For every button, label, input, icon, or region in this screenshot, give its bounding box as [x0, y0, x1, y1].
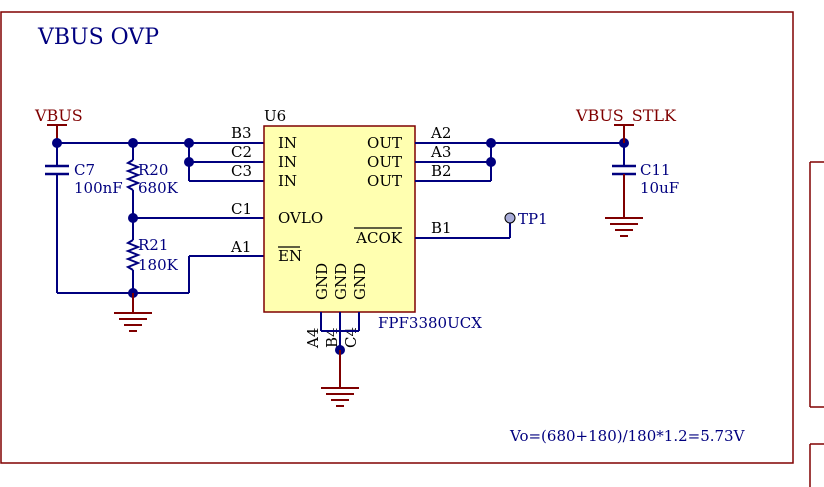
svg-text:EN: EN	[278, 247, 302, 265]
vbus-stlk-power-port: VBUS_STLK	[575, 106, 677, 143]
ground-symbol-right	[605, 217, 643, 237]
svg-text:B3: B3	[231, 124, 252, 142]
svg-text:A3: A3	[430, 143, 451, 161]
c11-ref: C11	[640, 161, 671, 179]
svg-text:IN: IN	[278, 153, 297, 171]
svg-text:C2: C2	[231, 143, 252, 161]
svg-text:ACOK: ACOK	[355, 229, 403, 247]
svg-text:B1: B1	[431, 219, 452, 237]
svg-text:OVLO: OVLO	[278, 209, 323, 227]
svg-text:VBUS: VBUS	[34, 106, 83, 125]
capacitor-c7: C7 100nF	[45, 143, 123, 293]
ic-ground-wiring	[320, 312, 360, 388]
svg-text:IN: IN	[278, 134, 297, 152]
svg-text:C4: C4	[342, 327, 360, 348]
sheet-frame	[0, 11, 794, 464]
r20-ref: R20	[138, 161, 168, 179]
capacitor-c11: C11 10uF	[612, 143, 679, 218]
c7-value: 100nF	[74, 179, 123, 197]
r21-value: 180K	[138, 256, 179, 274]
vbus-stlk-rail	[415, 138, 629, 182]
vbus-power-port: VBUS	[34, 106, 83, 143]
sheet-title: VBUS OVP	[37, 25, 159, 50]
svg-text:GND: GND	[313, 263, 331, 300]
c7-ref: C7	[74, 161, 95, 179]
svg-text:A4: A4	[304, 328, 322, 349]
resistor-r21: R21 180K	[125, 218, 179, 293]
tp1-ref: TP1	[518, 210, 548, 228]
svg-text:C1: C1	[231, 200, 252, 218]
c11-value: 10uF	[640, 179, 679, 197]
svg-text:A2: A2	[430, 124, 451, 142]
resistor-r20: R20 680K	[125, 143, 179, 218]
svg-text:B4: B4	[323, 327, 341, 348]
svg-text:IN: IN	[278, 172, 297, 190]
svg-text:B2: B2	[431, 162, 452, 180]
ground-rail	[57, 255, 264, 313]
ic-ref: U6	[264, 107, 286, 125]
ground-symbol-left	[114, 312, 152, 332]
r21-ref: R21	[138, 236, 168, 254]
svg-text:OUT: OUT	[367, 134, 402, 152]
svg-text:GND: GND	[351, 263, 369, 300]
acok-testpoint: TP1	[415, 210, 548, 239]
svg-text:VBUS_STLK: VBUS_STLK	[575, 106, 677, 125]
ground-symbol-ic	[321, 387, 359, 407]
ic-part: FPF3380UCX	[378, 314, 482, 332]
svg-text:OUT: OUT	[367, 172, 402, 190]
ic-u6: U6 FPF3380UCX B3 C2 C3 C1 A1 IN IN IN OV…	[230, 107, 482, 349]
svg-text:GND: GND	[332, 263, 350, 300]
svg-text:OUT: OUT	[367, 153, 402, 171]
divider-formula-note: Vo=(680+180)/180*1.2=5.73V	[509, 427, 746, 445]
r20-value: 680K	[138, 179, 179, 197]
svg-text:A1: A1	[230, 238, 251, 256]
svg-text:C3: C3	[231, 162, 252, 180]
